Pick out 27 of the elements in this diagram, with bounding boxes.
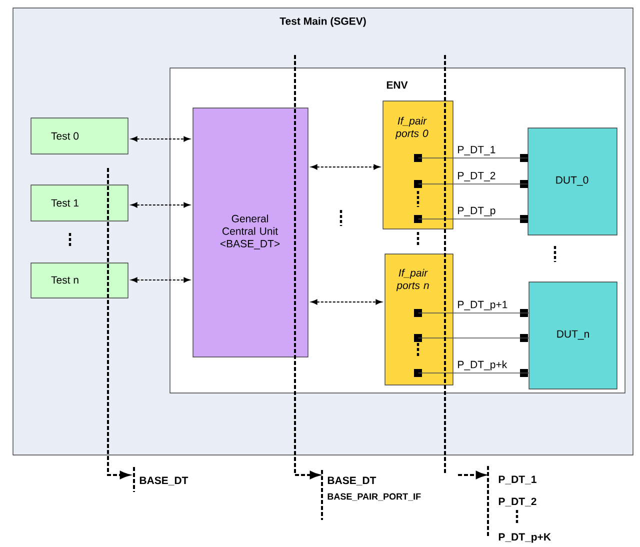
signal-list: BASE_DT	[140, 476, 188, 486]
dut-box: DUT_n	[528, 282, 618, 390]
test-box: Test 0	[30, 118, 128, 154]
signal-list: P_DT_1 P_DT_2 P_DT_p+K	[498, 476, 551, 543]
port-box: If_pair ports n	[384, 254, 454, 386]
unit-box: General Central Unit <BASE_DT>	[192, 108, 308, 358]
edge-label: P_DT_p	[458, 206, 496, 216]
test-box: Test n	[30, 262, 128, 298]
test-box: Test 1	[30, 184, 128, 222]
arrow	[310, 164, 380, 170]
arrow	[310, 299, 382, 305]
arrow	[130, 202, 190, 208]
edge-label: P_DT_p+1	[458, 300, 508, 310]
connector-line	[418, 218, 528, 220]
signal-list: BASE_DT BASE_PAIR_PORT_IF	[328, 476, 421, 501]
edge-label: P_DT_p+k	[458, 360, 508, 370]
edge-label: P_DT_1	[458, 146, 496, 156]
arrow	[444, 54, 486, 479]
port-box: If_pair ports 0	[382, 100, 454, 230]
arrow	[107, 168, 130, 479]
dut-box: DUT_0	[528, 128, 618, 236]
arrow	[294, 55, 320, 479]
arrow	[130, 277, 190, 283]
connector-line	[418, 312, 530, 314]
connector-line	[418, 372, 530, 374]
arrow	[130, 136, 190, 142]
edge-label: P_DT_2	[458, 172, 496, 182]
